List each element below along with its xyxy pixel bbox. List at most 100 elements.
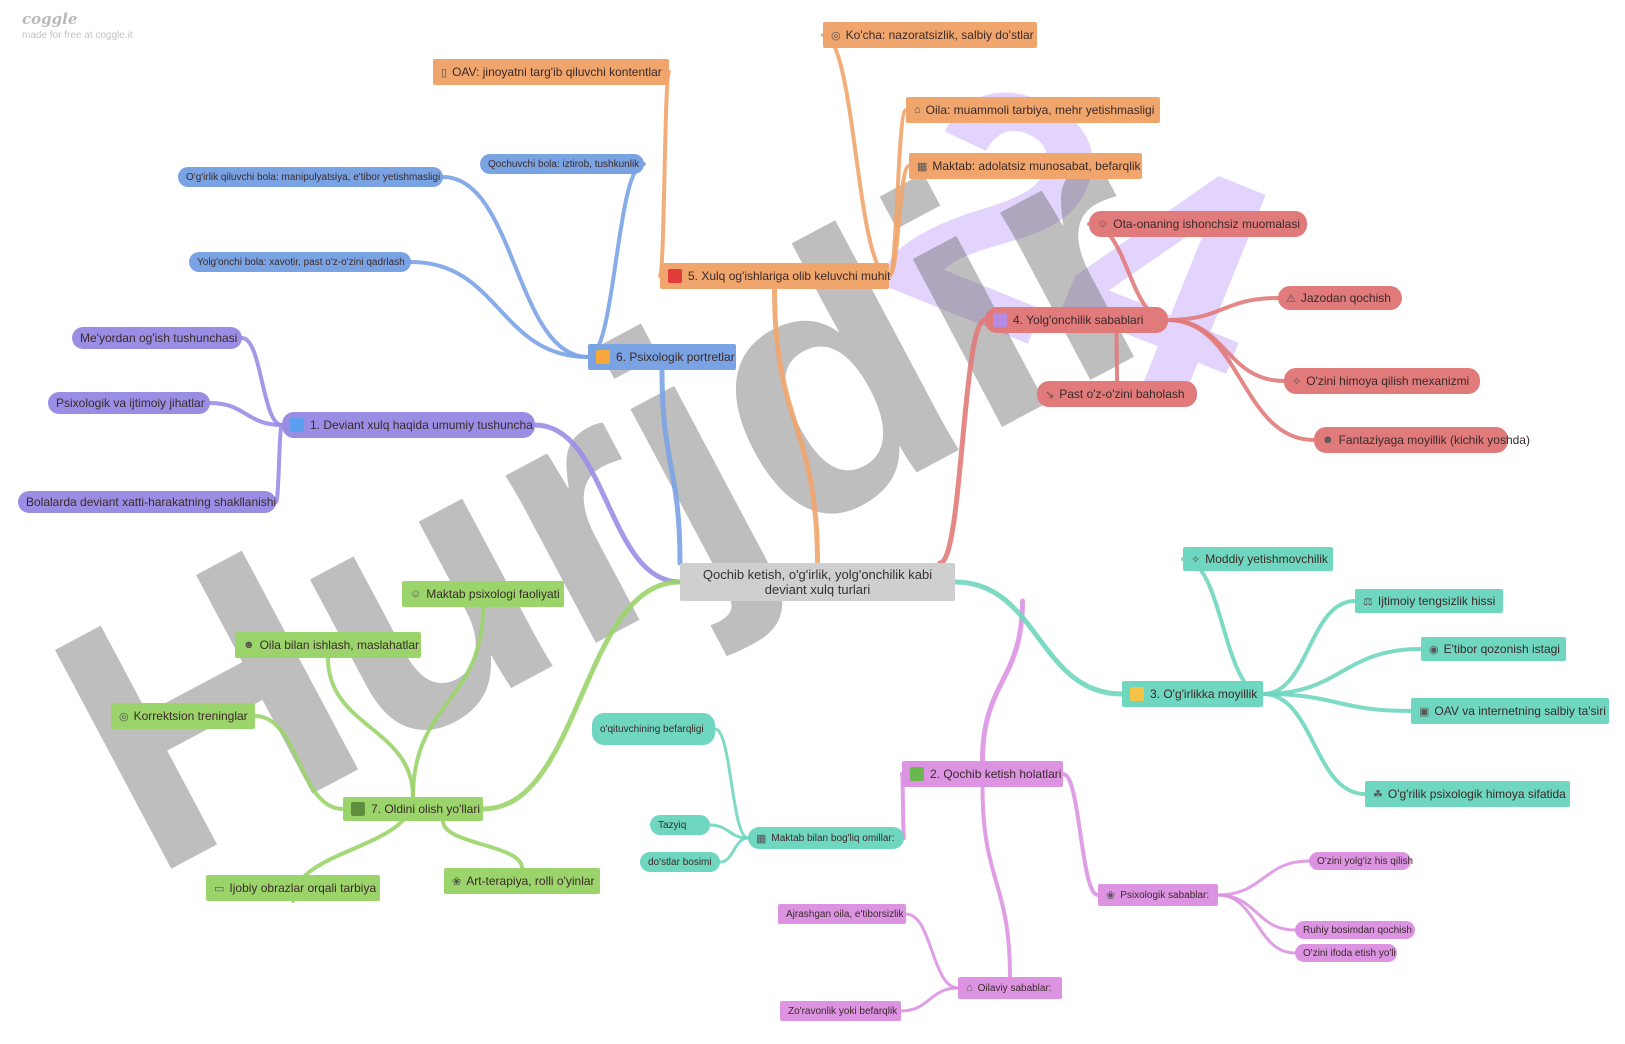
b2-sub-2-leaf-2[interactable]: Ruhiy bosimdan qochish <box>1295 921 1415 939</box>
tv-icon: ▣ <box>1419 705 1430 718</box>
branch-3[interactable]: 3. O'g'irlikka moyillik <box>1122 681 1263 707</box>
b4-child-1[interactable]: ☺Ota-onaning ishonchsiz muomalasi <box>1089 211 1307 237</box>
brand-tagline: made for free at coggle.it <box>22 30 133 41</box>
node-label: Bolalarda deviant xatti-harakatning shak… <box>26 495 277 509</box>
branch-1[interactable]: 1. Deviant xulq haqida umumiy tushuncha <box>282 412 535 438</box>
child-line <box>1261 692 1413 713</box>
branch-line-1 <box>532 422 683 585</box>
node-label: E'tibor qozonish istagi <box>1443 642 1560 656</box>
b1-child-1[interactable]: Me'yordan og'ish tushunchasi <box>72 327 242 349</box>
b7-child-2[interactable]: ☻Oila bilan ishlash, maslahatlar <box>235 632 421 658</box>
phone-icon: ▯ <box>441 66 448 79</box>
b3-child-3[interactable]: ◉ E'tibor qozonish istagi <box>1421 637 1566 661</box>
node-label: Me'yordan og'ish tushunchasi <box>80 331 238 345</box>
b7-child-1[interactable]: ☺Maktab psixologi faoliyati <box>402 581 564 607</box>
branch-5[interactable]: 5. Xulq og'ishlariga olib keluvchi muhit <box>660 263 890 289</box>
b5-child-4[interactable]: ▦Maktab: adolatsiz munosabat, befarqlik <box>909 153 1142 179</box>
branch-marker-icon <box>290 418 304 432</box>
sub-line <box>1061 772 1100 897</box>
central-topic[interactable]: Qochib ketish, o'g'irlik, yolg'onchilik … <box>680 563 955 601</box>
b2-sub-3[interactable]: ⌂Oilaviy sabablar: <box>958 977 1062 999</box>
node-label: Qochib ketish, o'g'irlik, yolg'onchilik … <box>702 567 933 597</box>
family-icon: ☻ <box>243 639 255 651</box>
b2-sub-1-leaf-1[interactable]: o'qituvchining befarqligi <box>592 713 715 745</box>
leaf-line <box>718 836 750 864</box>
child-line <box>1181 557 1265 696</box>
smile-icon: ☻ <box>1322 434 1334 446</box>
branch-line-4 <box>937 317 988 566</box>
node-label: Jazodan qochish <box>1300 291 1391 305</box>
branch-line-3 <box>952 579 1125 697</box>
b7-child-4[interactable]: ▭Ijobiy obrazlar orqali tarbiya <box>206 875 380 901</box>
node-label: Yolg'onchi bola: xavotir, past o'z-o'zin… <box>197 256 405 268</box>
b2-sub-1[interactable]: ▦Maktab bilan bog'liq omillar: <box>748 827 904 849</box>
leaf-line <box>904 912 960 990</box>
branch-4[interactable]: 4. Yolg'onchilik sabablari <box>985 307 1168 333</box>
child-line <box>326 656 415 799</box>
child-line <box>1166 296 1280 322</box>
node-label: OAV va internetning salbiy ta'siri <box>1434 704 1606 718</box>
branch-marker-icon <box>596 350 610 364</box>
branch-line-2 <box>980 598 1025 764</box>
node-label: OAV: jinoyatni targ'ib qiluvchi kontentl… <box>452 65 662 79</box>
b2-sub-1-leaf-2[interactable]: Tazyiq <box>650 815 710 835</box>
b6-child-3[interactable]: Yolg'onchi bola: xavotir, past o'z-o'zin… <box>189 252 411 272</box>
b6-child-1[interactable]: O'g'irlik qiluvchi bola: manipulyatsiya,… <box>178 167 443 187</box>
node-label: Ijtimoiy tengsizlik hissi <box>1377 594 1496 608</box>
branch-2[interactable]: 2. Qochib ketish holatlari <box>902 761 1063 787</box>
clover-icon: ☘ <box>1373 788 1383 801</box>
node-label: Oila: muammoli tarbiya, mehr yetishmasli… <box>925 103 1155 117</box>
b2-sub-2[interactable]: ❀Psixologik sabablar: <box>1098 884 1218 906</box>
branch-line-7 <box>480 579 683 812</box>
b7-child-5[interactable]: ❀Art-terapiya, rolli o'yinlar <box>444 868 600 894</box>
school-icon: ▦ <box>917 160 928 173</box>
eyes-icon: ◉ <box>1429 643 1439 656</box>
leaf-line <box>713 727 750 840</box>
b3-child-5[interactable]: ☘O'g'rilik psixologik himoya sifatida <box>1365 781 1570 807</box>
b2-sub-2-leaf-3[interactable]: O'zini ifoda etish yo'li <box>1295 944 1397 962</box>
child-line <box>1261 599 1357 696</box>
node-label: Zo'ravonlik yoki befarqlik <box>788 1005 898 1017</box>
b1-child-3[interactable]: Bolalarda deviant xatti-harakatning shak… <box>18 491 276 513</box>
node-label: Fantaziyaga moyillik (kichik yoshda) <box>1338 433 1530 447</box>
b4-child-3[interactable]: ✧O'zini himoya qilish mexanizmi <box>1284 368 1480 394</box>
node-label: O'g'irlik qiluvchi bola: manipulyatsiya,… <box>186 171 441 183</box>
b3-child-1[interactable]: ✧Moddiy yetishmovchilik <box>1183 547 1333 571</box>
branch-7[interactable]: 7. Oldini olish yo'llari <box>343 797 483 821</box>
node-label: Korrektsion treninglar <box>133 709 248 723</box>
node-label: 3. O'g'irlikka moyillik <box>1150 687 1258 701</box>
b5-child-2[interactable]: ◎Ko'cha: nazoratsizlik, salbiy do'stlar <box>823 22 1037 48</box>
node-label: Qochuvchi bola: iztirob, tushkunlik <box>488 158 640 170</box>
node-label: 2. Qochib ketish holatlari <box>930 767 1062 781</box>
b2-sub-1-leaf-3[interactable]: do'stlar bosimi <box>640 852 720 872</box>
b4-child-2[interactable]: ⚠Jazodan qochish <box>1278 286 1402 310</box>
node-label: Tazyiq <box>658 819 687 831</box>
child-line <box>253 714 345 811</box>
node-label: do'stlar bosimi <box>648 856 712 868</box>
node-label: Oilaviy sabablar: <box>977 982 1052 994</box>
b5-child-3[interactable]: ⌂Oila: muammoli tarbiya, mehr yetishmasl… <box>906 97 1160 123</box>
b2-sub-2-leaf-1[interactable]: O'zini yolg'iz his qilish <box>1309 852 1413 870</box>
node-label: Ko'cha: nazoratsizlik, salbiy do'stlar <box>845 28 1034 42</box>
leaf-line <box>899 986 960 1013</box>
branch-marker-icon <box>351 802 365 816</box>
node-label: Ijobiy obrazlar orqali tarbiya <box>229 881 377 895</box>
b2-sub-3-leaf-1[interactable]: Ajrashgan oila, e'tiborsizlik <box>778 904 906 924</box>
node-label: Ruhiy bosimdan qochish <box>1303 924 1412 936</box>
branch-6[interactable]: 6. Psixologik portretlar <box>588 344 736 370</box>
node-label: o'qituvchining befarqligi <box>600 723 704 735</box>
b4-child-4[interactable]: ☻ Fantaziyaga moyillik (kichik yoshda) <box>1314 427 1530 453</box>
b1-child-2[interactable]: Psixologik va ijtimoiy jihatlar <box>48 392 210 414</box>
child-line <box>1166 318 1316 442</box>
brand: coggle made for free at coggle.it <box>22 10 133 41</box>
b5-child-1[interactable]: ▯ OAV: jinoyatni targ'ib qiluvchi kontent… <box>433 59 669 85</box>
b6-child-2[interactable]: Qochuvchi bola: iztirob, tushkunlik <box>480 154 644 174</box>
target-icon: ◎ <box>119 710 129 723</box>
b7-child-3[interactable]: ◎ Korrektsion treninglar <box>111 703 255 729</box>
node-label: Psixologik sabablar: <box>1120 889 1210 901</box>
b3-child-4[interactable]: ▣ OAV va internetning salbiy ta'siri <box>1411 698 1609 724</box>
b3-child-2[interactable]: ⚖Ijtimoiy tengsizlik hissi <box>1355 589 1503 613</box>
b2-sub-3-leaf-2[interactable]: Zo'ravonlik yoki befarqlik <box>780 1001 901 1021</box>
child-line <box>1114 331 1119 383</box>
b4-child-5[interactable]: ↘Past o'z-o'zini baholash <box>1037 381 1197 407</box>
